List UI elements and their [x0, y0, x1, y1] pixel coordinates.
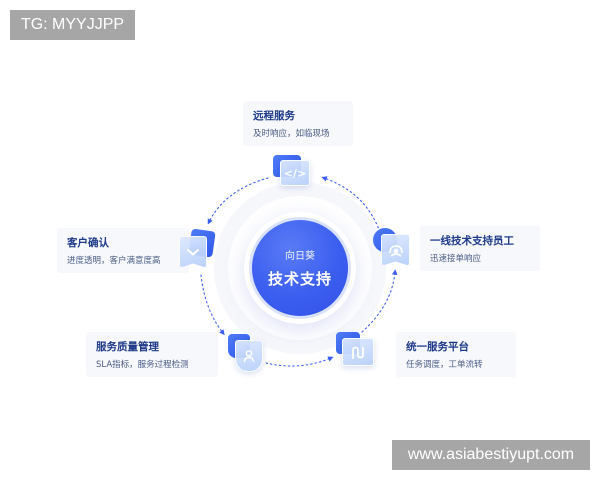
arrow-unified-to-frontline	[361, 269, 398, 333]
step-card-frontline-staff: 一线技术支持员工 迅速接单响应	[420, 226, 540, 271]
step-desc: 任务调度，工单流转	[406, 360, 483, 370]
hub-circle: 向日葵 技术支持	[249, 217, 351, 319]
shield-user-icon	[228, 334, 264, 372]
watermark-top: TG: MYYJJPP	[10, 10, 135, 40]
step-card-quality-management: 服务质量管理 SLA指标，服务过程检测	[86, 332, 218, 377]
arrow-confirm-to-quality	[200, 274, 225, 336]
step-title: 服务质量管理	[96, 341, 159, 353]
code-window-icon: </>	[273, 155, 310, 191]
step-card-customer-confirm: 客户确认 进度透明，客户满意度高	[57, 228, 189, 273]
step-desc: 进度透明，客户满意度高	[67, 256, 161, 266]
arrow-remote-to-confirm	[207, 177, 269, 225]
step-desc: 及时响应，如临现场	[253, 129, 330, 139]
hub-subtitle: 向日葵	[285, 251, 315, 262]
step-desc: SLA指标，服务过程检测	[96, 360, 189, 370]
step-card-remote-service: 远程服务 及时响应，如临现场	[243, 101, 353, 146]
arrow-frontline-to-remote	[321, 176, 381, 233]
check-badge-icon	[179, 228, 216, 268]
step-title: 统一服务平台	[406, 341, 469, 353]
headset-agent-icon	[373, 228, 410, 266]
step-desc: 迅速接单响应	[430, 254, 482, 264]
step-title: 远程服务	[253, 110, 295, 122]
step-title: 客户确认	[67, 237, 109, 249]
arrow-quality-to-unified	[265, 356, 334, 367]
step-card-unified-platform: 统一服务平台 任务调度，工单流转	[396, 332, 516, 377]
hub-title: 技术支持	[267, 270, 332, 288]
step-title: 一线技术支持员工	[430, 235, 514, 247]
watermark-bottom: www.asiabestiyupt.com	[392, 440, 590, 470]
workflow-icon	[336, 332, 374, 368]
